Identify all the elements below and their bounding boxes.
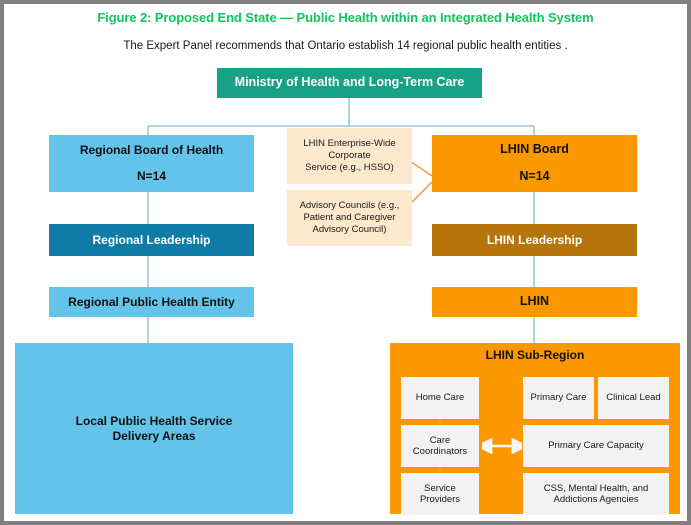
- node-regional-leadership-label: Regional Leadership: [92, 232, 211, 247]
- chip-home-care-line1: Home Care: [415, 392, 465, 404]
- chip-clinical-lead: Clinical Lead: [598, 377, 669, 419]
- figure-title: Figure 2: Proposed End State — Public He…: [97, 10, 594, 25]
- node-lhin-leadership: LHIN Leadership: [432, 224, 637, 256]
- node-advisory-councils-line2: Patient and Caregiver: [303, 212, 396, 224]
- node-enterprise-service-line1: LHIN Enterprise-Wide: [303, 138, 396, 150]
- node-lhin-label: LHIN: [519, 294, 550, 309]
- node-enterprise-service-line3: Service (e.g., HSSO): [305, 161, 394, 173]
- node-lhin-leadership-label: LHIN Leadership: [486, 232, 583, 247]
- node-regional-board-label: Regional Board of Health: [79, 143, 224, 157]
- chip-primary-care-line1: Primary Care: [530, 392, 587, 404]
- chip-primary-care-capacity-line1: Primary Care Capacity: [548, 440, 644, 452]
- node-advisory-councils-line1: Advisory Councils (e.g.,: [299, 200, 400, 212]
- node-lhin-board-label: LHIN Board: [500, 142, 569, 157]
- node-local-delivery-line2: Delivery Areas: [112, 428, 196, 443]
- node-lhin: LHIN: [432, 287, 637, 317]
- chip-css-line1: CSS, Mental Health, and: [543, 482, 649, 494]
- chip-css-line2: Addictions Agencies: [553, 494, 639, 505]
- chip-css-mental-health-addictions: CSS, Mental Health, and Addictions Agenc…: [523, 473, 669, 515]
- chip-primary-care: Primary Care: [523, 377, 594, 419]
- node-regional-public-health-entity: Regional Public Health Entity: [49, 287, 254, 317]
- node-ministry-label: Ministry of Health and Long-Term Care: [234, 75, 465, 90]
- node-regional-leadership: Regional Leadership: [49, 224, 254, 256]
- chip-care-coordinators: Care Coordinators: [401, 425, 479, 467]
- chip-care-coordinators-line1: Care: [429, 434, 451, 446]
- node-local-delivery-line1: Local Public Health Service: [75, 413, 233, 428]
- node-lhin-board: LHIN Board N=14: [432, 135, 637, 192]
- chip-clinical-lead-line1: Clinical Lead: [606, 392, 661, 404]
- bidirectional-arrow-icon: [482, 438, 522, 454]
- node-enterprise-service-line2: Corporate: [328, 150, 371, 162]
- panel-lhin-sub-region-title: LHIN Sub-Region: [485, 348, 585, 362]
- node-advisory-councils: Advisory Councils (e.g., Patient and Car…: [287, 190, 412, 246]
- chip-service-providers-line2: Providers: [419, 494, 461, 505]
- node-local-public-health-delivery-areas: Local Public Health Service Delivery Are…: [15, 343, 293, 514]
- figure-subtitle: The Expert Panel recommends that Ontario…: [123, 40, 568, 52]
- node-ministry-of-health: Ministry of Health and Long-Term Care: [217, 68, 482, 98]
- node-lhin-enterprise-wide-corporate-service: LHIN Enterprise-Wide Corporate Service (…: [287, 128, 412, 184]
- figure-canvas: Figure 2: Proposed End State — Public He…: [4, 4, 687, 521]
- node-regional-entity-label: Regional Public Health Entity: [68, 294, 235, 309]
- node-lhin-board-count: N=14: [519, 169, 550, 183]
- chip-service-providers: Service Providers: [401, 473, 479, 515]
- node-advisory-councils-line3: Advisory Council): [312, 223, 387, 235]
- chip-care-coordinators-line2: Coordinators: [412, 446, 468, 457]
- node-regional-board-count: N=14: [136, 169, 167, 183]
- panel-lhin-sub-region: LHIN Sub-Region Home Care Care Coordinat…: [390, 343, 680, 515]
- chip-home-care: Home Care: [401, 377, 479, 419]
- chip-service-providers-line1: Service: [424, 482, 456, 494]
- chip-primary-care-capacity: Primary Care Capacity: [523, 425, 669, 467]
- node-regional-board-of-health: Regional Board of Health N=14: [49, 135, 254, 192]
